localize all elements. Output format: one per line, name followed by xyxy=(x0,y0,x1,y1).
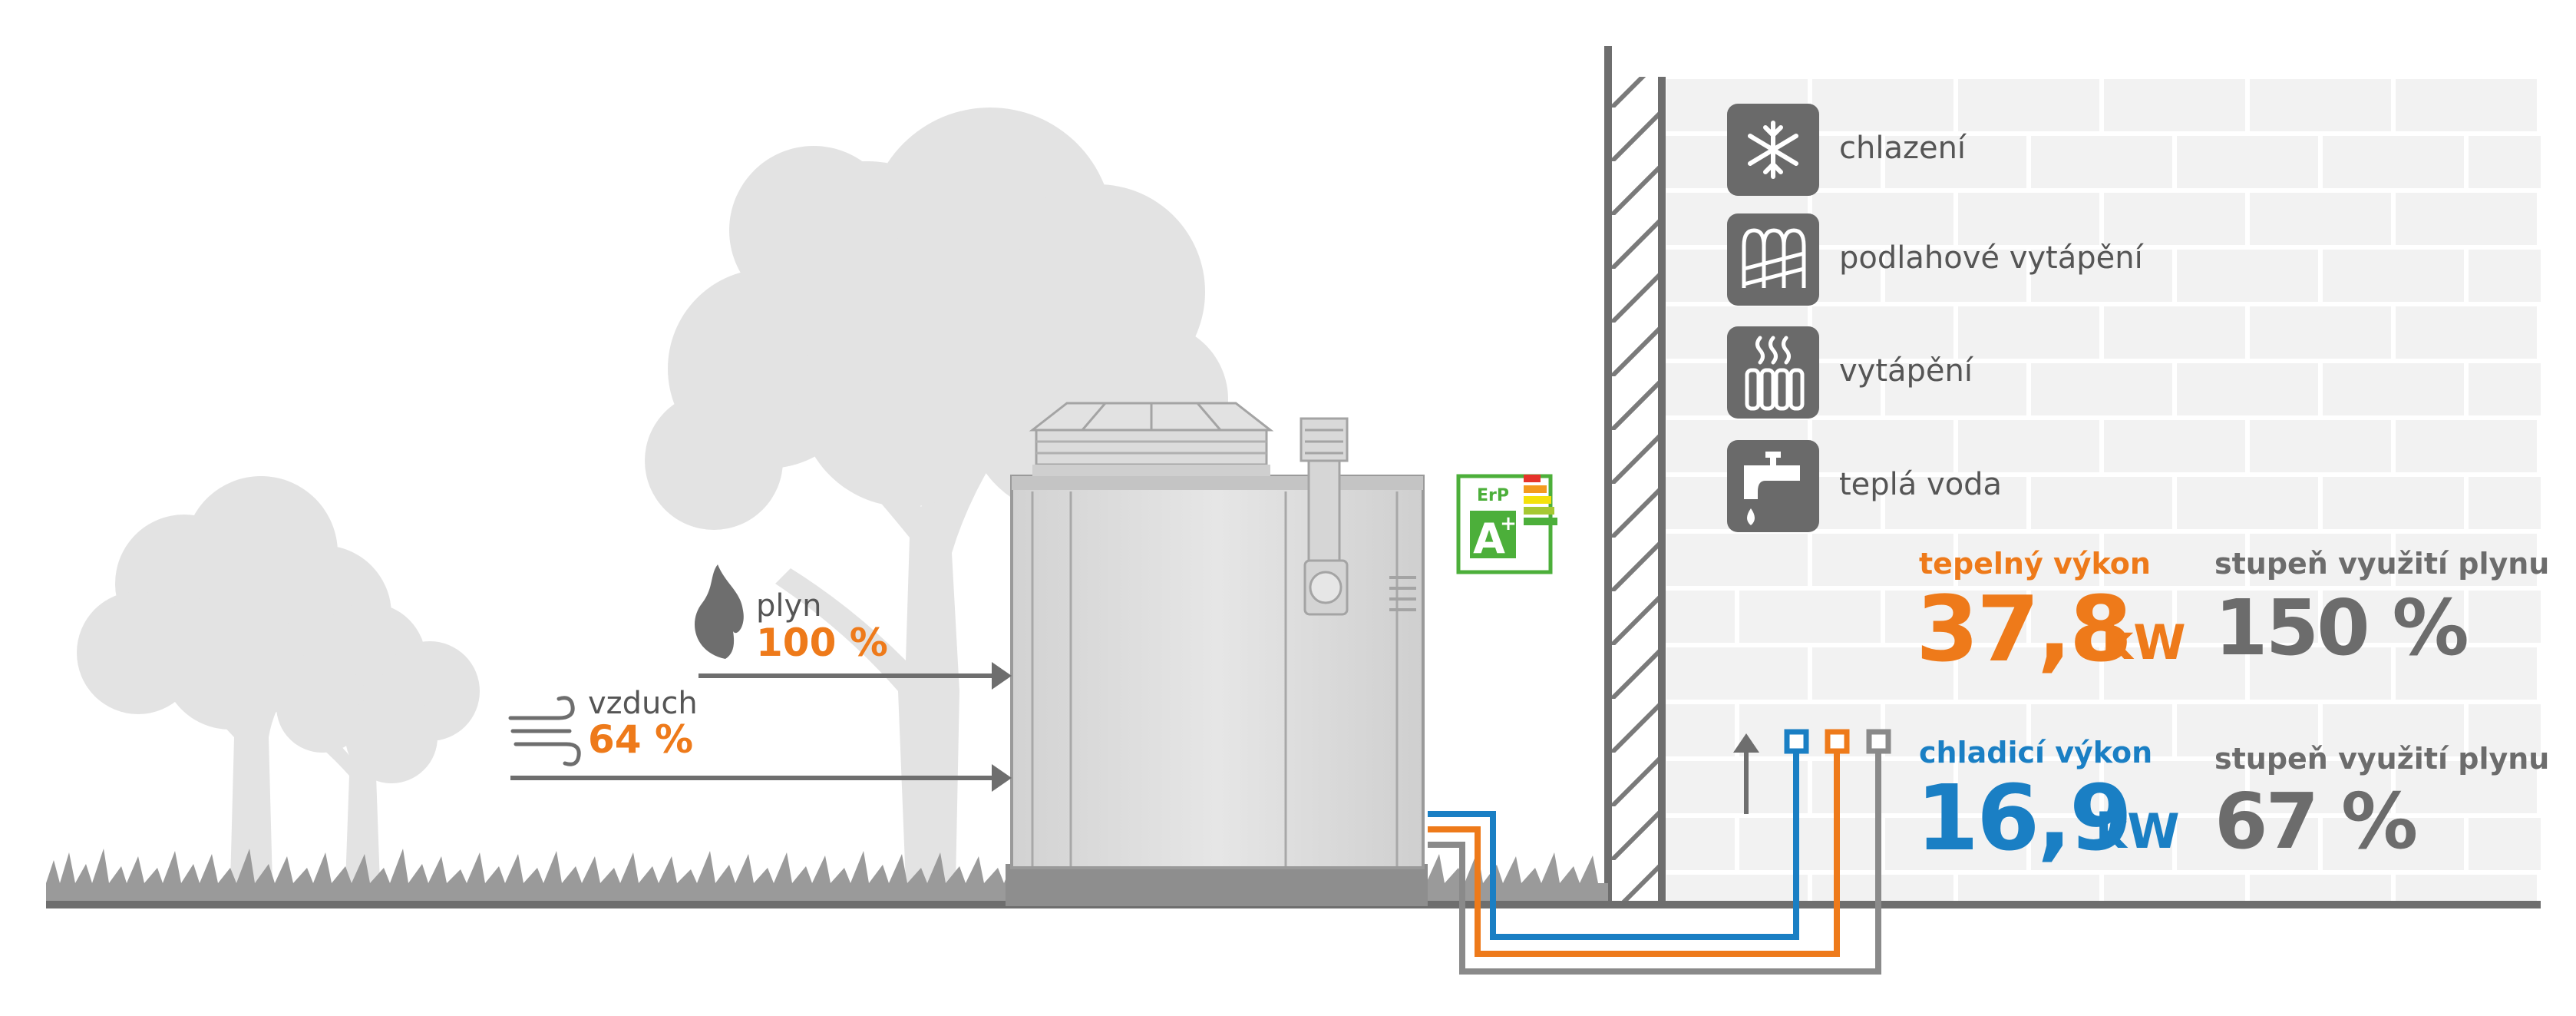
erp-grade-plus: + xyxy=(1500,512,1517,535)
heat-pump-unit xyxy=(1006,402,1428,906)
air-arrow xyxy=(510,764,1012,792)
vent-grille xyxy=(1389,576,1416,611)
radiator-icon xyxy=(1727,326,1819,419)
fan-top xyxy=(1029,402,1274,476)
air-value: 64 % xyxy=(588,717,694,762)
function-icons xyxy=(1727,104,1819,532)
gas-arrow xyxy=(698,662,1012,690)
floor-heating-icon xyxy=(1727,213,1819,306)
pipe-connectors xyxy=(1784,729,1891,754)
function-label-heating: vytápění xyxy=(1839,353,1973,389)
function-label-hot-water: teplá voda xyxy=(1839,467,2003,502)
background-trees xyxy=(77,108,1228,883)
snowflake-icon xyxy=(1727,104,1819,196)
tree-large xyxy=(645,108,1228,883)
gas-label: plyn xyxy=(756,588,822,624)
tap-icon xyxy=(1727,440,1819,532)
heating-efficiency-title: stupeň využití plynu xyxy=(2214,547,2550,581)
heating-output-value: 37,8 xyxy=(1916,576,2132,682)
supply-pipes xyxy=(1428,745,1881,975)
heating-output-unit: kW xyxy=(2102,614,2186,670)
heating-output-title: tepelný výkon xyxy=(1919,547,2151,581)
gas-value: 100 % xyxy=(756,621,888,665)
erp-top-text: ErP xyxy=(1477,486,1509,505)
flame-icon xyxy=(695,564,744,659)
heating-efficiency-value: 150 % xyxy=(2214,583,2469,673)
function-label-floor-heating: podlahové vytápění xyxy=(1839,240,2143,276)
air-label: vzduch xyxy=(588,686,698,721)
cooling-efficiency-value: 67 % xyxy=(2214,776,2418,866)
function-label-cooling: chlazení xyxy=(1839,131,1967,166)
wind-icon xyxy=(508,696,581,766)
cooling-efficiency-title: stupeň využití plynu xyxy=(2214,742,2550,776)
cooling-output-title: chladicí výkon xyxy=(1919,736,2153,769)
erp-energy-label: ErP A + xyxy=(1456,474,1557,574)
tree-small-right xyxy=(276,603,480,883)
erp-grade-text: A xyxy=(1473,515,1505,563)
cooling-output-unit: kW xyxy=(2095,803,2180,859)
cooling-output-value: 16,9 xyxy=(1916,765,2132,871)
exhaust-pipe xyxy=(1300,417,1349,616)
up-arrow-icon xyxy=(1733,733,1759,814)
wall-section xyxy=(1604,46,1666,905)
